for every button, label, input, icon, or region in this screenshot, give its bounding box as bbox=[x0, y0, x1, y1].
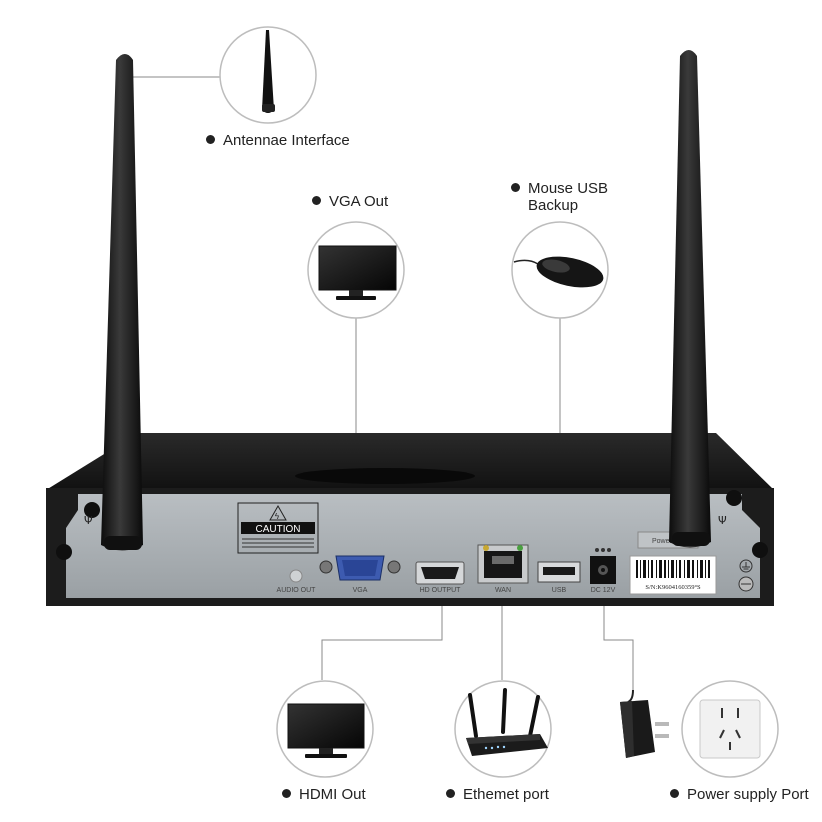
hdmi-port[interactable] bbox=[415, 561, 465, 585]
bullet-icon bbox=[511, 183, 520, 192]
label-text: Antennae Interface bbox=[223, 132, 350, 149]
serial-label: S/N:K9604160359°S bbox=[629, 555, 717, 595]
wifi-symbol-left: Ψ bbox=[84, 514, 93, 527]
monitor-icon bbox=[318, 245, 397, 300]
label-antennae-interface: Antennae Interface bbox=[206, 132, 350, 149]
bullet-icon bbox=[282, 789, 291, 798]
label-hdmi-out: HDMI Out bbox=[282, 786, 366, 803]
label-text-line2: Backup bbox=[528, 197, 579, 214]
caution-label: ϟ CAUTION bbox=[237, 502, 319, 554]
callout-socket-circle bbox=[681, 680, 779, 778]
antenna-icon bbox=[262, 30, 274, 113]
monitor-icon bbox=[287, 703, 365, 758]
bullet-icon bbox=[206, 135, 215, 144]
bullet-icon bbox=[312, 196, 321, 205]
callout-hdmi-circle bbox=[276, 680, 374, 778]
label-text: Power supply Port bbox=[687, 786, 809, 803]
power-sticker-text: Power bbox=[652, 538, 673, 545]
bullet-icon bbox=[670, 789, 679, 798]
hd-output-label: HD OUTPUT bbox=[420, 587, 462, 594]
dc-label: DC 12V bbox=[591, 587, 616, 594]
wifi-symbol-right: Ψ bbox=[718, 514, 727, 527]
panel-screws bbox=[56, 490, 768, 560]
label-power-supply-port: Power supply Port bbox=[670, 786, 809, 803]
usb-label: USB bbox=[552, 587, 567, 594]
audio-out-label: AUDIO OUT bbox=[277, 587, 317, 594]
rear-panel bbox=[66, 494, 760, 598]
antenna-right bbox=[669, 50, 711, 548]
label-text: Mouse USB bbox=[528, 180, 609, 197]
wan-label: WAN bbox=[495, 587, 511, 594]
wan-port[interactable] bbox=[477, 544, 529, 584]
caution-text: CAUTION bbox=[256, 524, 301, 535]
label-mouse-usb-backup: Mouse USB Backup bbox=[511, 180, 608, 214]
callout-router-circle bbox=[454, 680, 552, 778]
antenna-left bbox=[101, 54, 143, 551]
vga-label: VGA bbox=[353, 587, 368, 594]
nvr-top-vent bbox=[295, 468, 475, 484]
usb-port[interactable] bbox=[537, 561, 581, 583]
nvr-device: Ψ Ψ ϟ CAUTION AUDIO OUT VGA H bbox=[46, 433, 774, 606]
leader-hdmi bbox=[321, 590, 443, 680]
wall-socket-icon bbox=[699, 699, 761, 759]
label-ethernet-port: Ethemet port bbox=[446, 786, 549, 803]
label-text: HDMI Out bbox=[299, 786, 366, 803]
bullet-icon bbox=[446, 789, 455, 798]
ground-terminal[interactable] bbox=[738, 559, 754, 592]
label-vga-out: VGA Out bbox=[312, 193, 388, 210]
callout-vga-circle bbox=[307, 221, 405, 319]
router-icon bbox=[466, 688, 548, 756]
power-adapter-icon bbox=[620, 689, 669, 758]
serial-number: S/N:K9604160359°S bbox=[645, 584, 701, 591]
label-text: Ethemet port bbox=[463, 786, 549, 803]
mouse-icon bbox=[513, 256, 604, 288]
vga-port[interactable] bbox=[319, 555, 401, 581]
leader-power bbox=[603, 590, 634, 690]
label-text: VGA Out bbox=[329, 193, 389, 210]
svg-text:ϟ: ϟ bbox=[275, 512, 280, 521]
callout-antenna-circle bbox=[219, 26, 317, 124]
dc-port[interactable] bbox=[590, 548, 616, 584]
callout-mouse-circle bbox=[511, 221, 609, 319]
nvr-top bbox=[46, 433, 774, 490]
audio-out-jack[interactable] bbox=[289, 569, 303, 583]
